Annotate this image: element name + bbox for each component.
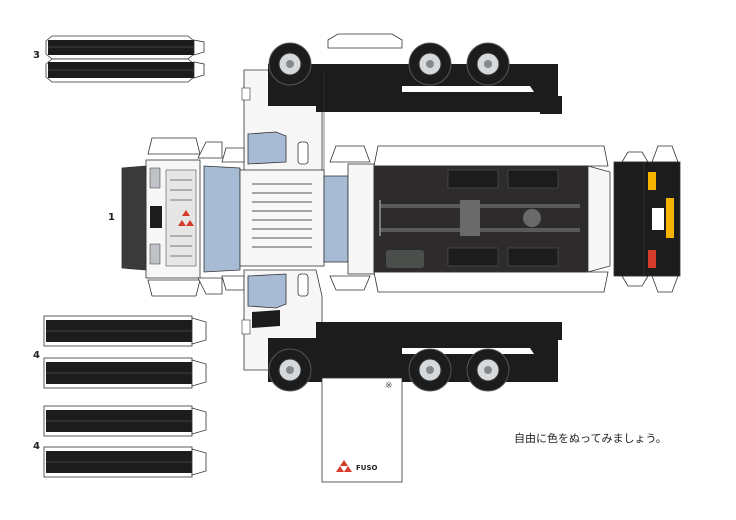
brand-text: FUSO <box>356 464 378 472</box>
logo-card: FUSO ※ <box>321 377 403 483</box>
truck-rear <box>613 145 681 293</box>
tire-strip-bottom-1 <box>43 315 207 347</box>
tire-strip-bottom-4 <box>43 446 207 478</box>
part-number-4-second: 4 <box>33 441 40 452</box>
instruction-text: 自由に色をぬってみましょう。 <box>514 432 667 445</box>
truck-side-bottom <box>241 269 562 392</box>
tire-strip-bottom-3 <box>43 405 207 437</box>
tire-strip-top-1 <box>45 35 205 60</box>
chassis-top-view <box>373 145 611 293</box>
tire-strip-bottom-2 <box>43 357 207 389</box>
part-number-1: 1 <box>108 212 115 223</box>
truck-side-top <box>241 33 562 177</box>
svg-text:※: ※ <box>385 381 393 391</box>
cab-top-view <box>121 137 375 297</box>
tire-strip-top-2 <box>45 58 205 83</box>
part-number-4: 4 <box>33 350 40 361</box>
part-number-3: 3 <box>33 50 40 61</box>
